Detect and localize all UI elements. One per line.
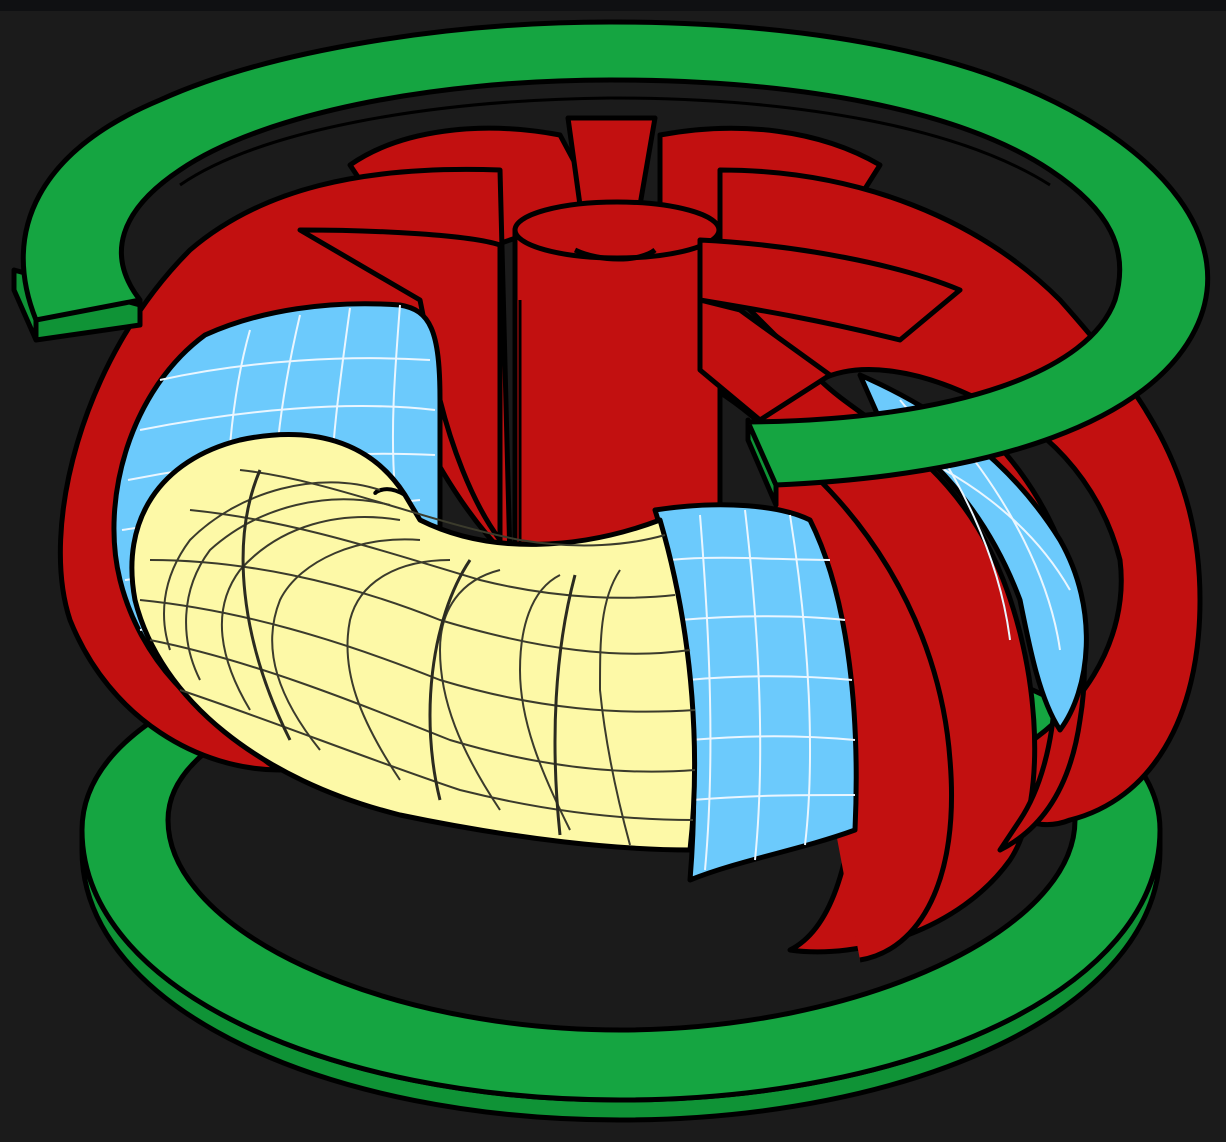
- top-strip: [0, 0, 1226, 11]
